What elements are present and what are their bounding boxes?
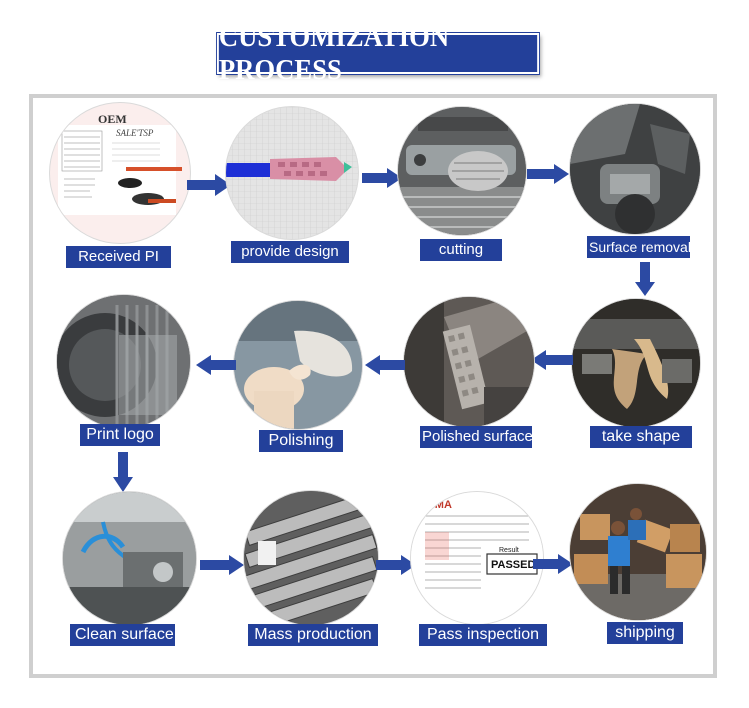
arrow-down-icon [113,452,133,492]
step-label-print-logo: Print logo [80,424,160,446]
step-label-take-shape: take shape [590,426,692,448]
arrow-right-icon [527,164,569,184]
arrow-right-icon [376,555,416,575]
arrow-down-icon [635,262,655,296]
step-surface-removal-image [570,104,700,234]
step-label-clean-surface: Clean surface [70,624,175,646]
arrow-left-icon [531,350,573,370]
step-take-shape-image [572,299,700,427]
arrow-right-icon [362,168,402,188]
step-clean-surface-image [63,492,196,625]
step-label-surface-removal: Surface removal [587,236,690,258]
step-label-polished-surface: Polished surface [420,426,532,448]
step-mass-production-image [244,491,378,625]
page-title: CUSTOMIZATION PROCESS [217,33,539,74]
svg-text:SALE'TSP: SALE'TSP [116,128,154,138]
step-label-received-pi: Received PI [66,246,171,268]
result-text: Result [499,547,519,554]
step-label-polishing: Polishing [259,430,343,452]
step-label-cutting: cutting [420,239,502,261]
step-print-logo-image [57,295,190,428]
arrow-left-icon [365,355,405,375]
passed-stamp-text: PASSED [491,559,535,571]
step-polishing-image [234,301,362,429]
arrow-right-icon [200,555,244,575]
step-cutting-image [398,107,526,235]
arrow-right-icon [533,554,573,574]
step-label-shipping: shipping [607,622,683,644]
step-label-provide-design: provide design [231,241,349,263]
step-shipping-image [570,484,706,620]
step-received-pi-image: OEM SALE'TSP [50,103,190,243]
oem-text: OEM [98,112,127,126]
step-label-mass-production: Mass production [248,624,378,646]
arrow-right-icon [187,174,231,196]
step-label-pass-inspection: Pass inspection [419,624,547,646]
step-polished-surface-image [404,297,534,427]
arrow-left-icon [196,355,236,375]
step-provide-design-image [226,107,358,239]
step-pass-inspection-image: TIMA Result PASSED [411,492,543,624]
